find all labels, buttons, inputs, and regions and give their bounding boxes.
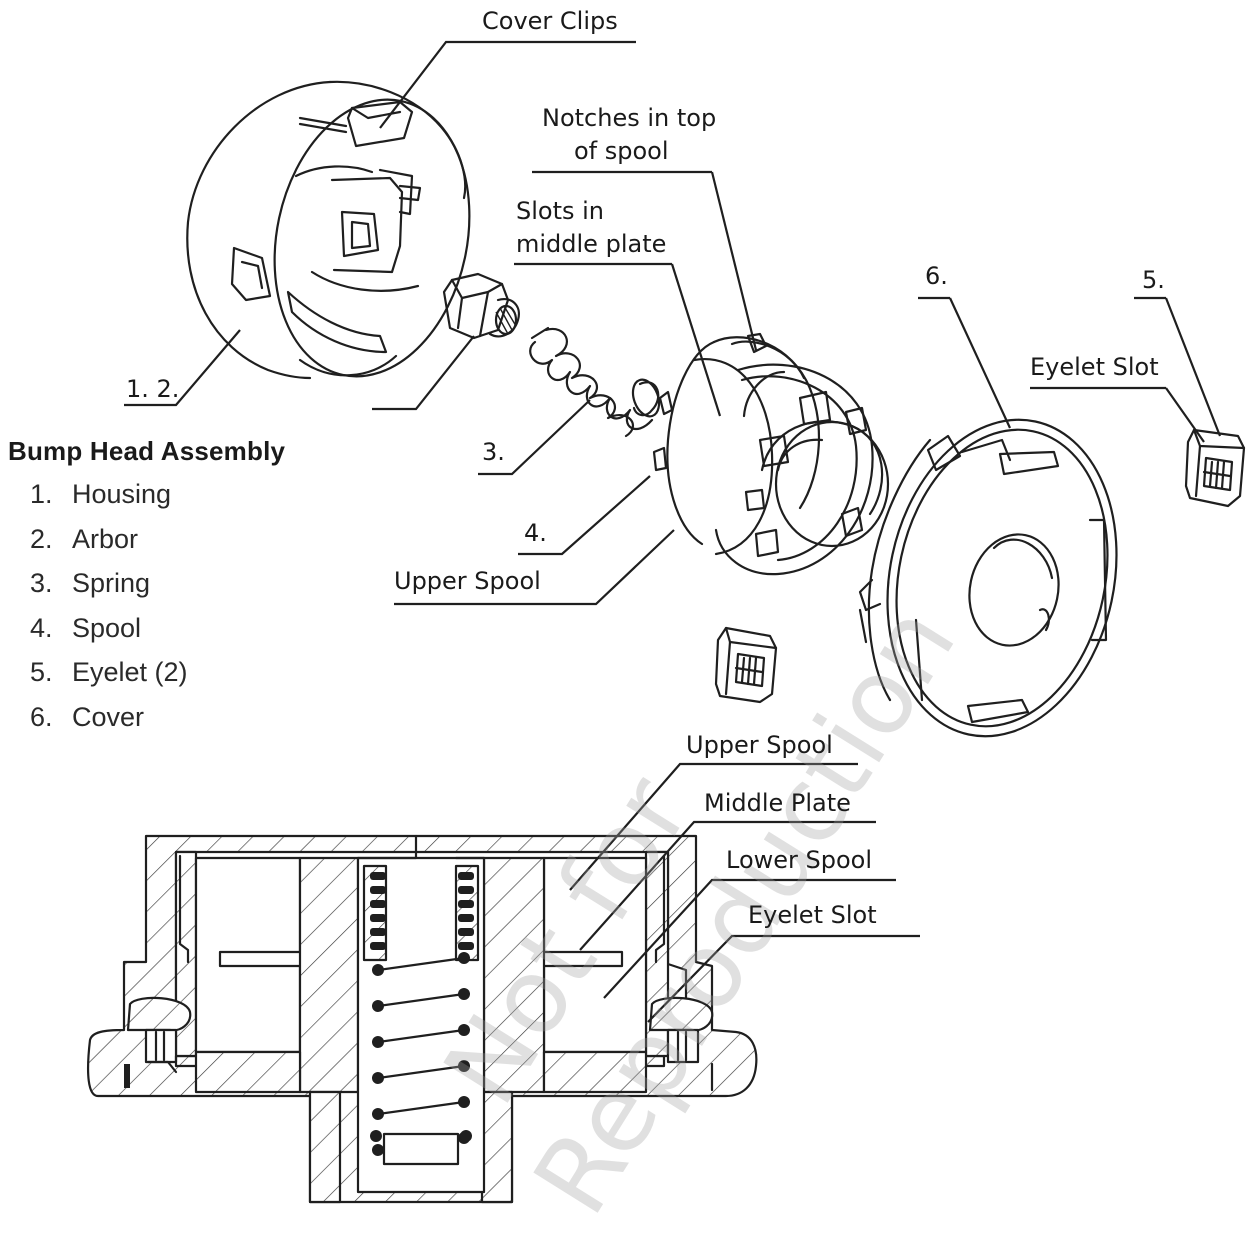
- legend-item: 2. Arbor: [30, 523, 188, 568]
- callout-cover-clips: Cover Clips: [482, 7, 618, 35]
- eyelet-part-right: [1184, 428, 1246, 508]
- callout-part-1-2: 1. 2.: [126, 375, 180, 403]
- cover-part: [858, 418, 1118, 738]
- callout-part-4: 4.: [524, 519, 547, 547]
- legend-item: 6. Cover: [30, 701, 188, 746]
- callout-part-6: 6.: [925, 262, 948, 290]
- legend-title: Bump Head Assembly: [8, 436, 286, 466]
- callout-slots-line2: middle plate: [516, 230, 667, 258]
- section-callout-eyelet-slot: Eyelet Slot: [748, 901, 877, 929]
- legend-item-label: Spool: [72, 612, 142, 643]
- callout-slots-line1: Slots in: [516, 197, 605, 225]
- callout-part-5: 5.: [1142, 266, 1165, 294]
- callout-notches-line2: of spool: [574, 137, 669, 165]
- cross-section: [86, 834, 758, 1204]
- legend-item: 1. Housing: [30, 478, 188, 523]
- legend-item-label: Arbor: [72, 523, 139, 554]
- legend-item-number: 2.: [30, 523, 53, 554]
- legend-item: 3. Spring: [30, 567, 188, 612]
- housing-part: [186, 80, 471, 380]
- callout-notches-line1: Notches in top: [542, 104, 717, 132]
- legend-item: 4. Spool: [30, 612, 188, 657]
- leader-lines: [124, 40, 1222, 606]
- legend-item-number: 1.: [30, 479, 53, 509]
- arbor-part: [442, 272, 520, 340]
- section-callout-middle-plate: Middle Plate: [704, 789, 851, 817]
- legend-item: 5. Eyelet (2): [30, 656, 188, 701]
- section-callout-lower-spool: Lower Spool: [726, 846, 873, 874]
- section-callout-upper-spool: Upper Spool: [686, 731, 833, 759]
- callout-eyelet-slot: Eyelet Slot: [1030, 353, 1159, 381]
- bump-head-diagram: Not for Reproduction Cover Clips Notches…: [8, 7, 1246, 1235]
- callout-upper-spool: Upper Spool: [394, 567, 541, 595]
- legend-item-number: 4.: [30, 612, 53, 643]
- legend-item-label: Eyelet (2): [72, 657, 188, 688]
- legend-item-number: 6.: [30, 701, 53, 732]
- legend-list: 1. Housing 2. Arbor 3. Spring 4. Spool 5. Eye…: [30, 478, 188, 746]
- spring-part: [529, 326, 661, 438]
- eyelet-part-left: [714, 626, 778, 704]
- callout-part-3: 3.: [482, 438, 505, 466]
- section-leader-lines: [569, 762, 920, 1023]
- legend-item-label: Spring: [72, 568, 151, 599]
- legend-item-label: Cover: [72, 701, 145, 732]
- legend-item-number: 5.: [30, 657, 53, 688]
- spool-part: [652, 332, 890, 576]
- legend-item-number: 3.: [30, 568, 53, 599]
- diagram-artwork: [86, 40, 1246, 1204]
- legend-item-label: Housing: [72, 479, 172, 509]
